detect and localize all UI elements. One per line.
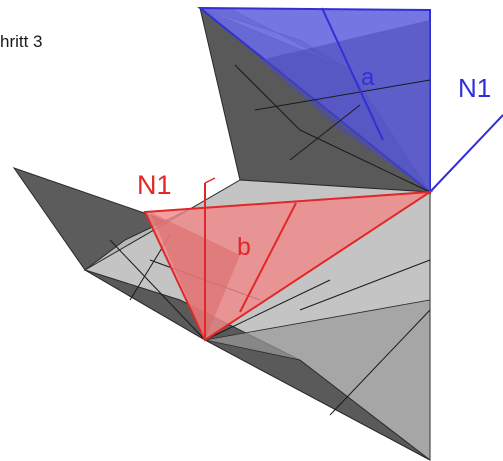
blue-overlap-region [260,20,430,192]
label-edge-a: a [361,64,375,91]
label-normal-blue: N1 [458,73,491,103]
lower-fold-line-1 [299,259,431,311]
label-edge-b: b [237,233,251,261]
upper-fold-line-4 [289,104,361,161]
lower-fold-line-5 [204,279,331,341]
lower-fold-line-3 [109,239,206,341]
blue-normal-line [429,114,503,193]
red-fold [143,177,434,342]
step-caption: hritt 3 [0,32,43,51]
upper-fold-line-3 [254,79,431,111]
upper-fold [197,6,503,195]
lower-mid-face [204,299,431,461]
red-overlap-region [150,212,240,340]
upper-fold-line-1 [234,64,301,131]
blue-height-line-a [321,7,384,141]
red-normal-cap [204,177,216,184]
red-height-line-b [239,202,297,313]
upper-fold-line-2 [299,129,431,193]
lower-fold-line-2 [329,309,431,416]
label-normal-red: N1 [137,170,172,200]
